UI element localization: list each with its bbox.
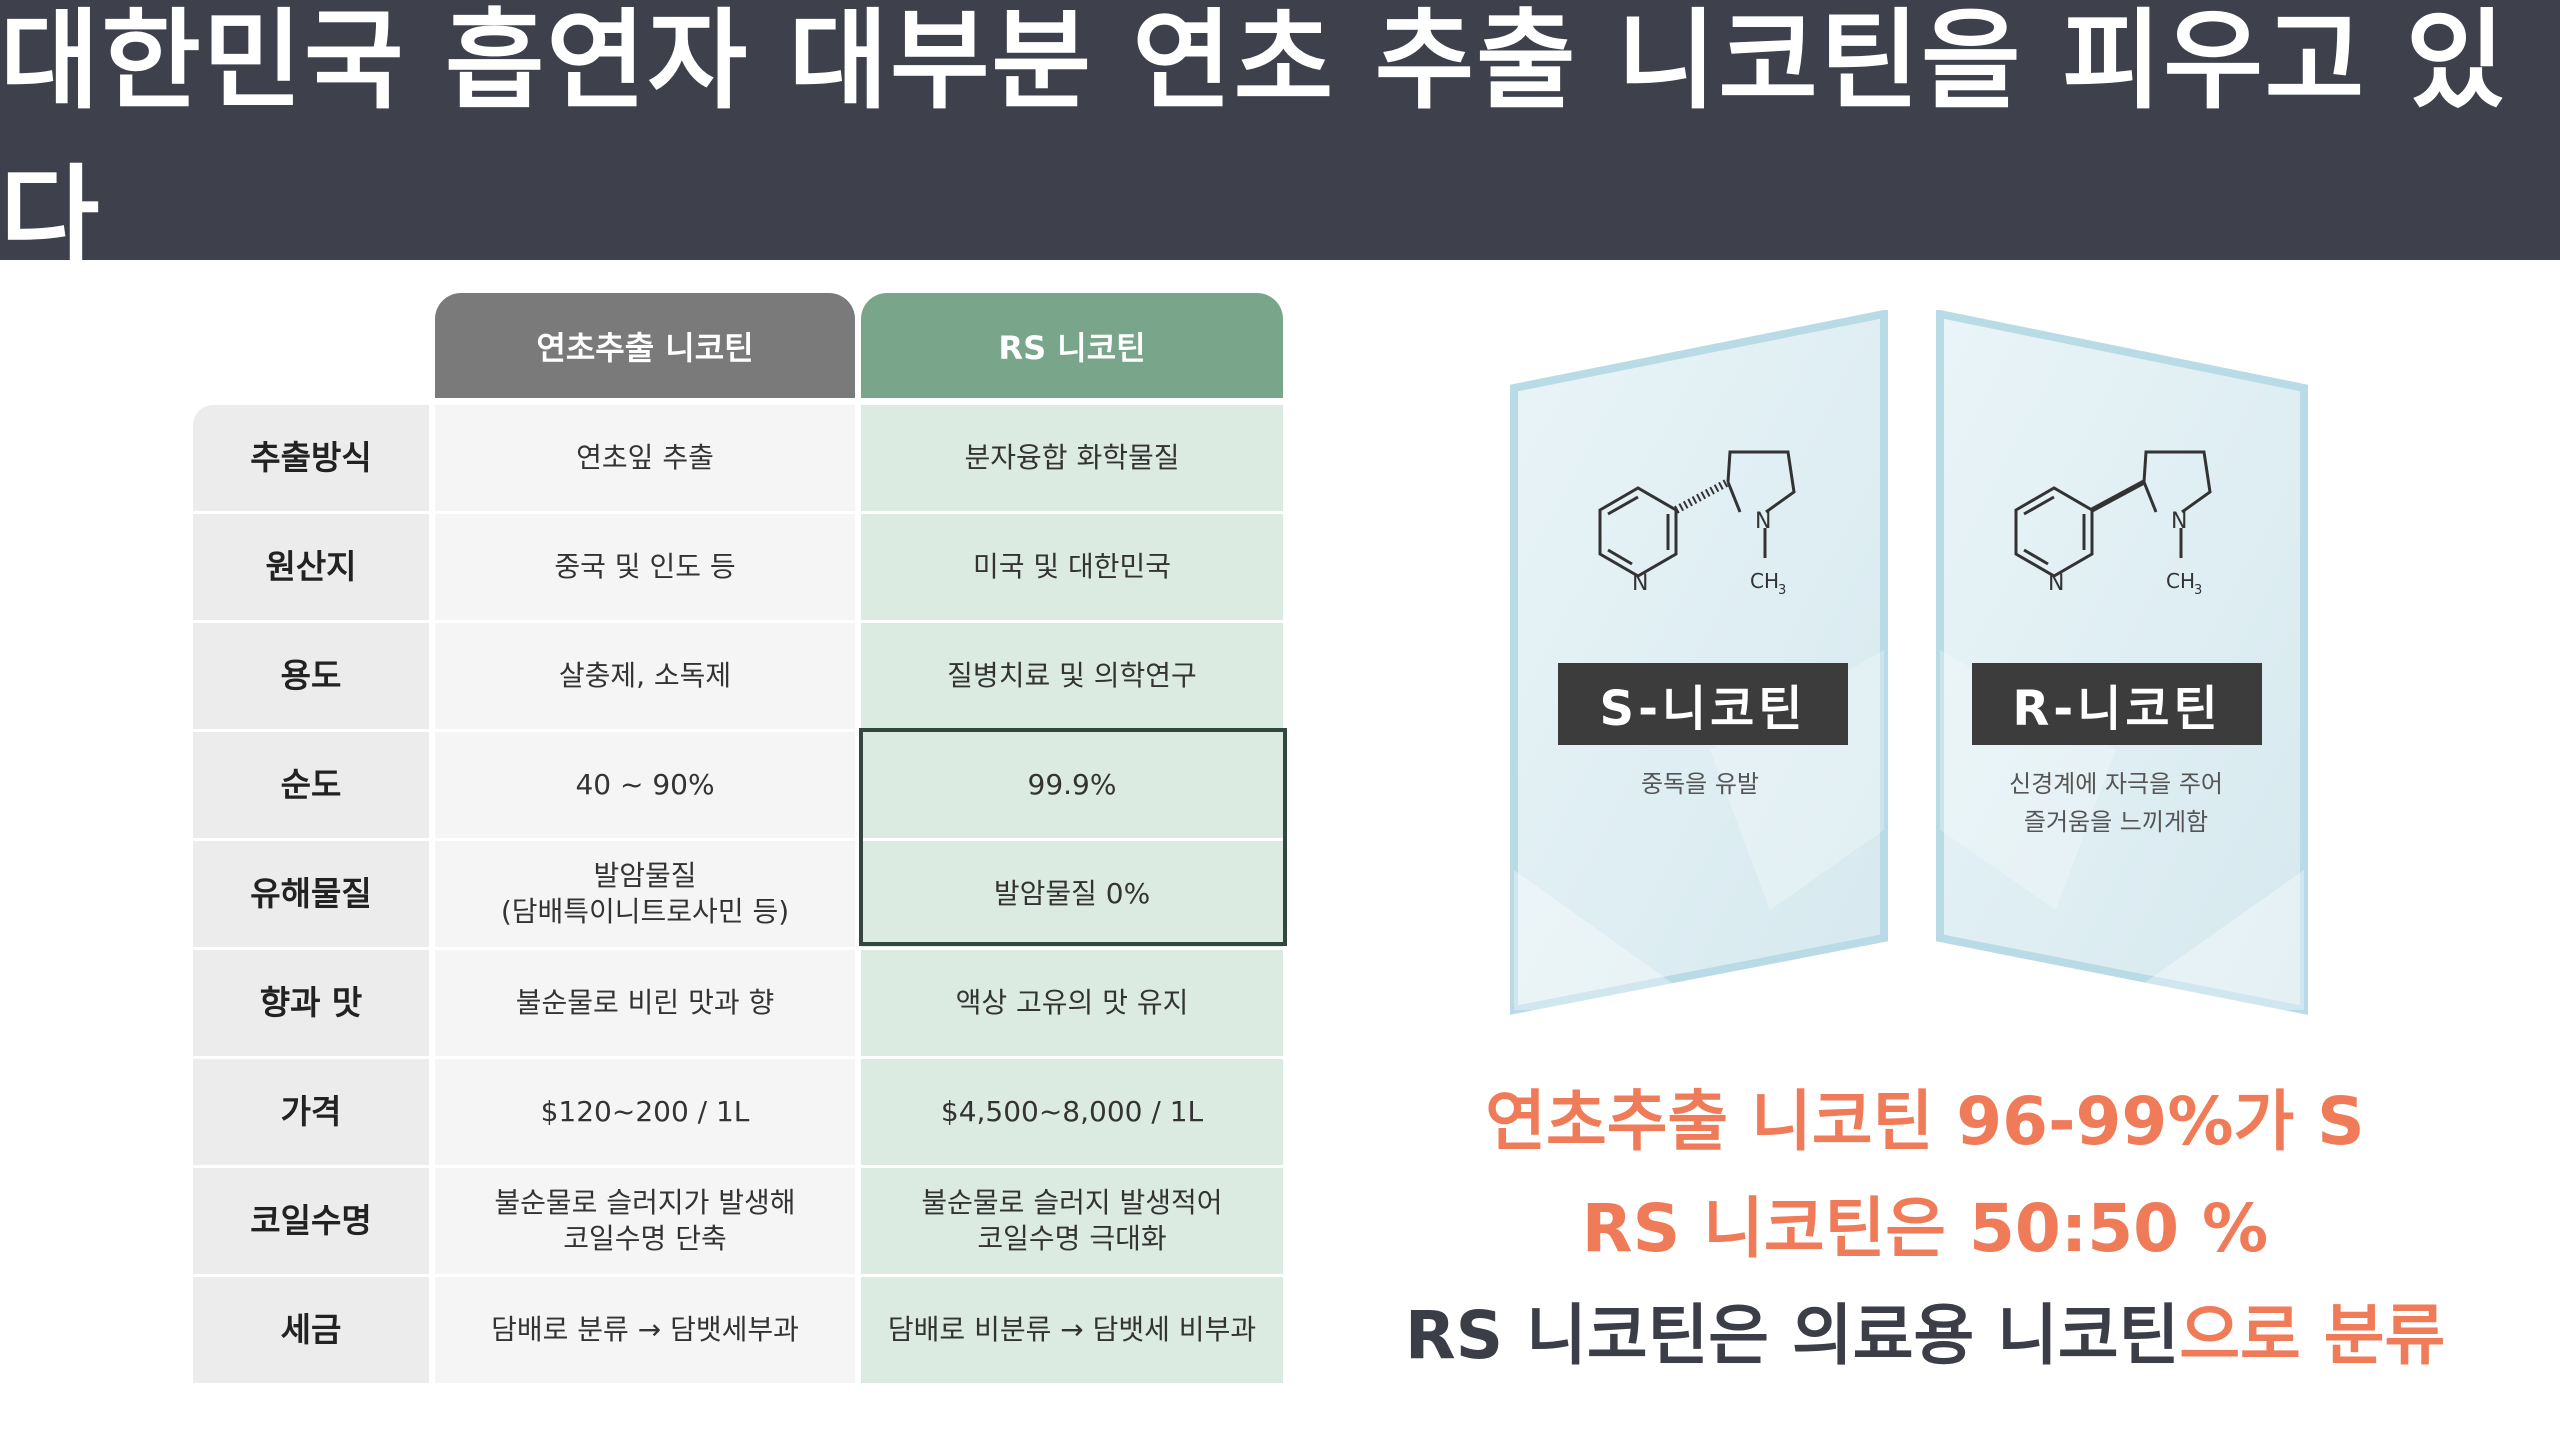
- table-row: 원산지 중국 및 인도 등 미국 및 대한민국: [193, 514, 1283, 620]
- cell-line: 중국 및 인도 등: [554, 550, 736, 583]
- svg-text:N: N: [1632, 571, 1648, 596]
- cell-line: 담배로 비분류 → 담뱃세 비부과: [887, 1313, 1257, 1346]
- card-desc-line: 신경계에 자극을 주어: [2009, 770, 2223, 798]
- cell-line: 담배로 분류 → 담뱃세부과: [491, 1313, 799, 1346]
- row-label: 가격: [193, 1059, 429, 1165]
- cell-line: 질병치료 및 의학연구: [947, 659, 1197, 692]
- s-nicotine-desc: 중독을 유발: [1550, 765, 1850, 803]
- cell-line: 99.9%: [1027, 768, 1117, 801]
- s-nicotine-card: N N CH 3 S-니코틴 중독을 유발: [1510, 310, 1890, 1020]
- statement-line-3: RS 니코틴은 의료용 니코틴으로 분류: [1290, 1282, 2560, 1378]
- svg-text:3: 3: [1778, 583, 1786, 598]
- cell-rs: 질병치료 및 의학연구: [861, 623, 1283, 729]
- cell-line: (담배특이니트로사민 등): [500, 895, 790, 928]
- statement-line-2: RS 니코틴은 50:50 %: [1581, 1190, 2269, 1267]
- purity-highlight-box: [859, 728, 1287, 946]
- row-label: 세금: [193, 1277, 429, 1383]
- cell-tobacco: $120~200 / 1L: [435, 1059, 855, 1165]
- svg-text:N: N: [1755, 509, 1771, 534]
- svg-text:N: N: [2048, 571, 2064, 596]
- page-title: 대한민국 흡연자 대부분 연초 추출 니코틴을 피우고 있다: [0, 0, 2508, 280]
- cell-tobacco: 중국 및 인도 등: [435, 514, 855, 620]
- svg-text:CH: CH: [2166, 569, 2195, 593]
- column-header-tobacco: 연초추출 니코틴: [435, 293, 855, 398]
- title-banner: 대한민국 흡연자 대부분 연초 추출 니코틴을 피우고 있다: [0, 0, 2560, 280]
- cell-line: 불순물로 슬러지 발생적어: [921, 1186, 1223, 1219]
- column-header-rs: RS 니코틴: [861, 293, 1283, 398]
- row-label: 코일수명: [193, 1168, 429, 1274]
- statement-line-1: 연초추출 니코틴 96-99%가 S: [1485, 1083, 2365, 1160]
- statement-line-3-dark: RS 니코틴은 의료용 니코틴: [1404, 1297, 2180, 1374]
- table-row: 추출방식 연초잎 추출 분자융합 화학물질: [193, 405, 1283, 511]
- cell-rs: 액상 고유의 맛 유지: [861, 950, 1283, 1056]
- card-desc-line: 즐거움을 느끼게함: [2023, 808, 2209, 836]
- card-desc-line: 중독을 유발: [1640, 770, 1760, 798]
- row-label: 유해물질: [193, 841, 429, 947]
- r-nicotine-molecule-icon: N N CH 3: [2014, 450, 2212, 598]
- cell-rs: 99.9%: [861, 732, 1283, 838]
- table-row: 순도 40 ~ 90% 99.9%: [193, 732, 1283, 838]
- svg-text:CH: CH: [1750, 569, 1779, 593]
- cell-line: 코일수명 단축: [563, 1222, 727, 1255]
- svg-text:3: 3: [2194, 583, 2202, 598]
- row-label: 용도: [193, 623, 429, 729]
- cell-line: 코일수명 극대화: [977, 1222, 1167, 1255]
- cell-rs: 분자융합 화학물질: [861, 405, 1283, 511]
- cell-rs: 발암물질 0%: [861, 841, 1283, 947]
- svg-text:N: N: [2171, 509, 2187, 534]
- s-nicotine-molecule-icon: N N CH 3: [1598, 450, 1796, 598]
- cell-line: 불순물로 슬러지가 발생해: [494, 1186, 796, 1219]
- table-row: 가격 $120~200 / 1L $4,500~8,000 / 1L: [193, 1059, 1283, 1165]
- cell-line: 40 ~ 90%: [575, 768, 715, 801]
- cell-line: 분자융합 화학물질: [964, 441, 1180, 474]
- cell-line: $120~200 / 1L: [540, 1095, 750, 1128]
- row-label: 향과 맛: [193, 950, 429, 1056]
- r-nicotine-label: R-니코틴: [1972, 663, 2262, 745]
- cell-rs: $4,500~8,000 / 1L: [861, 1059, 1283, 1165]
- cell-line: 발암물질 0%: [993, 877, 1151, 910]
- cell-line: $4,500~8,000 / 1L: [940, 1095, 1204, 1128]
- cell-line: 연초잎 추출: [576, 441, 714, 474]
- row-label: 순도: [193, 732, 429, 838]
- s-nicotine-label: S-니코틴: [1558, 663, 1848, 745]
- cell-line: 살충제, 소독제: [558, 659, 732, 692]
- cell-tobacco: 연초잎 추출: [435, 405, 855, 511]
- cell-tobacco: 담배로 분류 → 담뱃세부과: [435, 1277, 855, 1383]
- cell-line: 미국 및 대한민국: [972, 550, 1172, 583]
- table-row: 세금 담배로 분류 → 담뱃세부과 담배로 비분류 → 담뱃세 비부과: [193, 1277, 1283, 1383]
- row-label: 추출방식: [193, 405, 429, 511]
- cell-line: 발암물질: [593, 859, 697, 892]
- cell-tobacco: 살충제, 소독제: [435, 623, 855, 729]
- cell-line: 액상 고유의 맛 유지: [955, 986, 1189, 1019]
- table-row: 향과 맛 불순물로 비린 맛과 향 액상 고유의 맛 유지: [193, 950, 1283, 1056]
- row-label: 원산지: [193, 514, 429, 620]
- table-row: 용도 살충제, 소독제 질병치료 및 의학연구: [193, 623, 1283, 729]
- cell-rs: 담배로 비분류 → 담뱃세 비부과: [861, 1277, 1283, 1383]
- cell-tobacco: 발암물질(담배특이니트로사민 등): [435, 841, 855, 947]
- cell-rs: 미국 및 대한민국: [861, 514, 1283, 620]
- cell-tobacco: 40 ~ 90%: [435, 732, 855, 838]
- statement-line-3-orange: 으로 분류: [2179, 1297, 2446, 1374]
- cell-line: 불순물로 비린 맛과 향: [515, 986, 775, 1019]
- cell-tobacco: 불순물로 비린 맛과 향: [435, 950, 855, 1056]
